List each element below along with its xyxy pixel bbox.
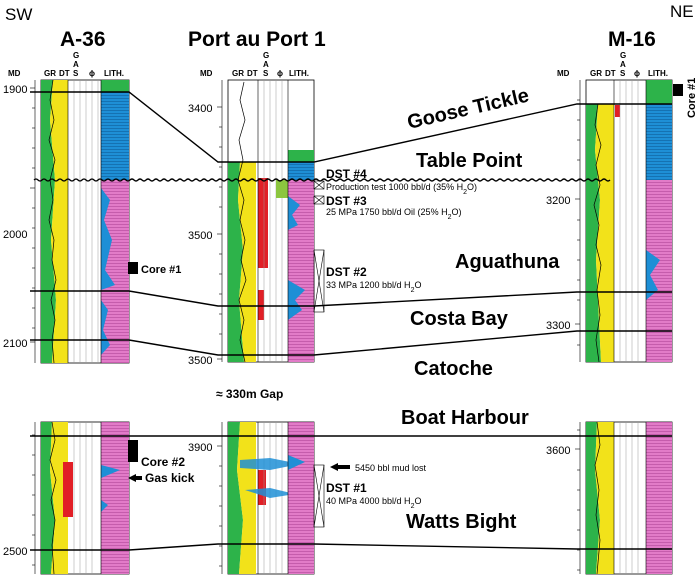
a36-gr-header: GR	[44, 69, 56, 78]
pap1-track-headers: MD GR DT G A S ϕ LITH.	[200, 51, 309, 78]
m16-upper-depth-ticks	[575, 80, 581, 362]
m16-depth-3600: 3600	[546, 445, 570, 457]
m16-phi-header: ϕ	[634, 69, 640, 78]
m16-dt-header: DT	[605, 69, 616, 78]
a36-depth-1900: 1900	[3, 84, 27, 96]
a36-phi-header: ϕ	[89, 69, 95, 78]
a36-depth-2500: 2500	[3, 546, 27, 558]
pap1-lower-log	[227, 421, 315, 575]
a36-upper-depth-ticks	[30, 80, 36, 363]
pap1-upper-log	[227, 79, 315, 363]
well-title-pap1: Port au Port 1	[188, 28, 326, 51]
ne-label: NE	[670, 2, 694, 21]
pap1-gas-header-g: G	[263, 51, 269, 60]
dst4-name: DST #4	[326, 167, 367, 181]
a36-gas-header-g: G	[73, 51, 79, 60]
pap1-depth-3500b: 3500	[188, 355, 212, 367]
gas-kick-label: Gas kick	[145, 471, 195, 485]
sw-label: SW	[5, 5, 32, 24]
pap1-depth-3500a: 3500	[188, 230, 212, 242]
a36-core-1-label: Core #1	[141, 264, 181, 276]
m16-track-headers: MD GR DT G A S ϕ LITH.	[557, 51, 668, 78]
m16-lower-log	[585, 421, 673, 575]
m16-upper-log	[585, 79, 673, 363]
a36-gas-header-a: A	[73, 60, 79, 69]
pap1-lith-header: LITH.	[289, 69, 309, 78]
m16-gas-header-g: G	[620, 51, 626, 60]
formation-costa-bay: Costa Bay	[410, 308, 509, 330]
catoche-top-line	[30, 330, 672, 356]
m16-gr-header: GR	[590, 69, 602, 78]
pap1-gr-header: GR	[232, 69, 244, 78]
m16-lower-depth-ticks	[575, 422, 581, 574]
a36-upper-log	[40, 79, 130, 364]
well-title-a36: A-36	[60, 28, 106, 51]
m16-core-1-marker	[673, 84, 683, 96]
formation-goose-tickle: Goose Tickle	[405, 85, 531, 134]
a36-lith-header: LITH.	[104, 69, 124, 78]
pap1-lower-depth-ticks	[217, 422, 223, 574]
m16-gas-header-s: S	[620, 69, 626, 78]
formation-table-point: Table Point	[416, 150, 523, 172]
m16-md-header: MD	[557, 69, 570, 78]
goose-tickle-top-line	[30, 91, 672, 163]
well-title-m16: M-16	[608, 28, 656, 51]
formation-watts-bight: Watts Bight	[406, 511, 517, 533]
gap-label: ≈ 330m Gap	[216, 387, 283, 401]
a36-lower-depth-ticks	[30, 422, 36, 574]
m16-depth-3200: 3200	[546, 195, 570, 207]
m16-depth-3300: 3300	[546, 320, 570, 332]
m16-gas-header-a: A	[620, 60, 626, 69]
pap1-dt-header: DT	[247, 69, 258, 78]
pap1-gas-header-a: A	[263, 60, 269, 69]
watts-bight-top-line	[30, 543, 672, 551]
dst4-desc: Production test 1000 bbl/d (35% H2O)	[326, 182, 477, 196]
dst2-desc: 33 MPa 1200 bbl/d H2O	[326, 280, 421, 294]
a36-dt-header: DT	[59, 69, 70, 78]
m16-lith-header: LITH.	[648, 69, 668, 78]
mud-lost-arrow	[330, 463, 350, 471]
dst3-name: DST #3	[326, 194, 367, 208]
pap1-phi-header: ϕ	[277, 69, 283, 78]
a36-core-2-marker	[128, 440, 138, 462]
a36-md-header: MD	[8, 69, 21, 78]
a36-core-2-label: Core #2	[141, 455, 185, 469]
a36-lower-log	[40, 421, 130, 575]
m16-core-1-label: Core #1	[686, 78, 698, 118]
unconformity-line	[33, 178, 611, 182]
pap1-gas-header-s: S	[263, 69, 269, 78]
formation-boat-harbour: Boat Harbour	[401, 407, 529, 429]
pap1-md-header: MD	[200, 69, 213, 78]
mud-lost-label: 5450 bbl mud lost	[355, 463, 427, 473]
a36-depth-2000: 2000	[3, 229, 27, 241]
dst-brackets	[313, 180, 325, 528]
costa-bay-top-line	[30, 290, 672, 307]
a36-depth-2100: 2100	[3, 338, 27, 350]
a36-gas-header-s: S	[73, 69, 79, 78]
dst3-desc: 25 MPa 1750 bbl/d Oil (25% H2O)	[326, 207, 461, 221]
pap1-upper-depth-ticks	[217, 80, 223, 362]
correlation-lines	[30, 91, 672, 551]
gas-kick-arrow	[128, 474, 142, 482]
formation-aguathuna: Aguathuna	[455, 251, 560, 273]
dst1-desc: 40 MPa 4000 bbl/d H2O	[326, 496, 421, 510]
a36-track-headers: MD GR DT G A S ϕ LITH.	[8, 51, 124, 78]
a36-core-1-marker	[128, 262, 138, 274]
formation-catoche: Catoche	[414, 358, 493, 380]
dst2-name: DST #2	[326, 265, 367, 279]
dst1-name: DST #1	[326, 481, 367, 495]
pap1-depth-3900: 3900	[188, 442, 212, 454]
pap1-depth-3400: 3400	[188, 103, 212, 115]
